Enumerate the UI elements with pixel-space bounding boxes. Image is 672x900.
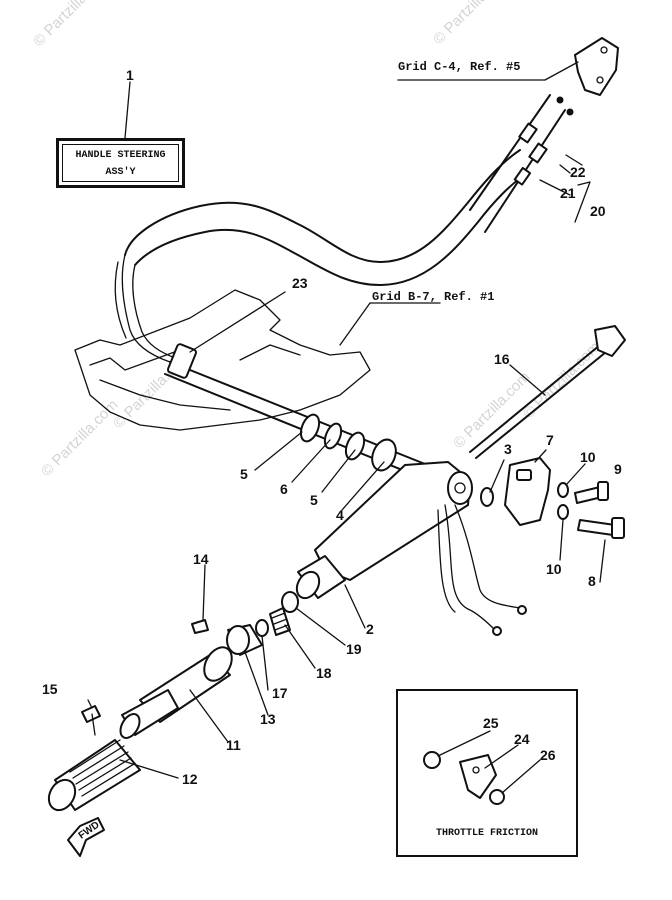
- callout-10-upper: 10: [580, 449, 596, 465]
- cable-bracket-assembly: [469, 37, 619, 233]
- callout-10-lower: 10: [546, 561, 562, 577]
- callout-16: 16: [494, 351, 510, 367]
- throttle-rod: [469, 325, 626, 459]
- callout-24: 24: [514, 731, 530, 747]
- callout-4: 4: [336, 507, 344, 523]
- friction-plate-group: [480, 457, 625, 539]
- callout-1: 1: [126, 67, 134, 83]
- callout-9: 9: [614, 461, 622, 477]
- callout-11: 11: [226, 737, 241, 753]
- grid-reference-b7: Grid B-7, Ref. #1: [372, 290, 495, 304]
- label-box-inner: HANDLE STEERING ASS'Y: [62, 144, 179, 182]
- callout-5-lower: 5: [310, 492, 318, 508]
- callout-13: 13: [260, 711, 276, 727]
- grip-assembly: [47, 591, 299, 812]
- callout-19: 19: [346, 641, 362, 657]
- callout-15: 15: [42, 681, 58, 697]
- callout-12: 12: [182, 771, 198, 787]
- handle-steering-assy-label: HANDLE STEERING ASS'Y: [56, 138, 185, 188]
- callout-25: 25: [483, 715, 499, 731]
- callout-2: 2: [366, 621, 374, 637]
- label-line-2: ASS'Y: [105, 167, 136, 178]
- callout-23: 23: [292, 275, 308, 291]
- callout-22: 22: [570, 164, 586, 180]
- throttle-friction-inset-parts: [423, 751, 505, 805]
- leader-lines: [87, 61, 606, 794]
- callout-21: 21: [560, 185, 576, 201]
- tiller-bracket-outline: [74, 289, 371, 431]
- callout-26: 26: [540, 747, 556, 763]
- throttle-friction-inset: THROTTLE FRICTION: [396, 689, 578, 857]
- grid-reference-c4: Grid C-4, Ref. #5: [398, 60, 521, 74]
- callout-18: 18: [316, 665, 332, 681]
- callout-14: 14: [193, 551, 209, 567]
- callout-6: 6: [280, 481, 288, 497]
- callout-8: 8: [588, 573, 596, 589]
- callout-5-upper: 5: [240, 466, 248, 482]
- cable-harness: [114, 149, 529, 363]
- forward-arrow: [67, 817, 105, 857]
- callout-17: 17: [272, 685, 288, 701]
- handle-tube: [295, 461, 527, 636]
- label-line-1: HANDLE STEERING: [75, 150, 166, 161]
- callout-20: 20: [590, 203, 606, 219]
- callout-7: 7: [546, 432, 554, 448]
- callout-3: 3: [504, 441, 512, 457]
- inset-caption: THROTTLE FRICTION: [435, 828, 539, 839]
- steering-shaft: [164, 343, 441, 483]
